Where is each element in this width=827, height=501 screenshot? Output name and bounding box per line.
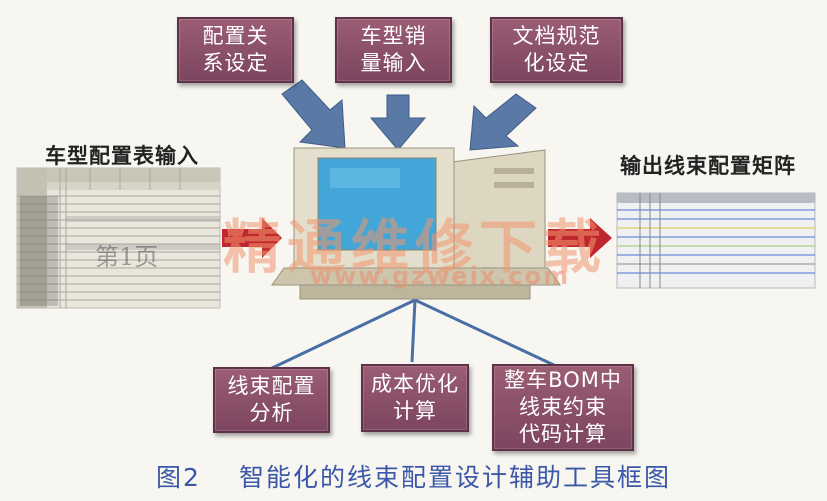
watermark-text: 精通维修下载: [222, 213, 607, 281]
input-label: 车型配置表输入: [45, 144, 199, 168]
box-label: 线束配置 分析: [227, 374, 316, 425]
figure-caption: 图2 智能化的线束配置设计辅助工具框图: [0, 458, 827, 494]
watermark-url: www.gzweix.com: [309, 262, 571, 290]
input-red-arrow: [222, 218, 282, 258]
cost-optimization-box: 成本优化 计算: [361, 364, 469, 432]
doc-standard-box: 文档规范 化设定: [490, 17, 623, 83]
page-mark: 第1页: [95, 243, 159, 271]
output-label: 输出线束配置矩阵: [620, 154, 796, 178]
box-label: 整车BOM中 线束约束 代码计算: [504, 368, 622, 446]
sales-input-box: 车型销 量输入: [335, 17, 452, 83]
harness-analysis-box: 线束配置 分析: [213, 367, 330, 433]
box-label: 文档规范 化设定: [512, 24, 601, 75]
input-arrows: [281, 79, 537, 151]
output-red-arrow: [548, 218, 612, 258]
output-matrix: [616, 192, 816, 289]
bom-constraint-box: 整车BOM中 线束约束 代码计算: [492, 364, 634, 451]
computer-icon: [271, 147, 561, 300]
output-connectors: [269, 298, 557, 371]
box-label: 成本优化 计算: [371, 372, 459, 423]
box-label: 车型销 量输入: [360, 24, 427, 75]
box-label: 配置关 系设定: [202, 24, 269, 75]
config-relation-box: 配置关 系设定: [177, 17, 294, 83]
caption-number: 图2: [156, 463, 201, 492]
caption-title: 智能化的线束配置设计辅助工具框图: [238, 463, 671, 492]
input-spreadsheet: [16, 167, 221, 309]
